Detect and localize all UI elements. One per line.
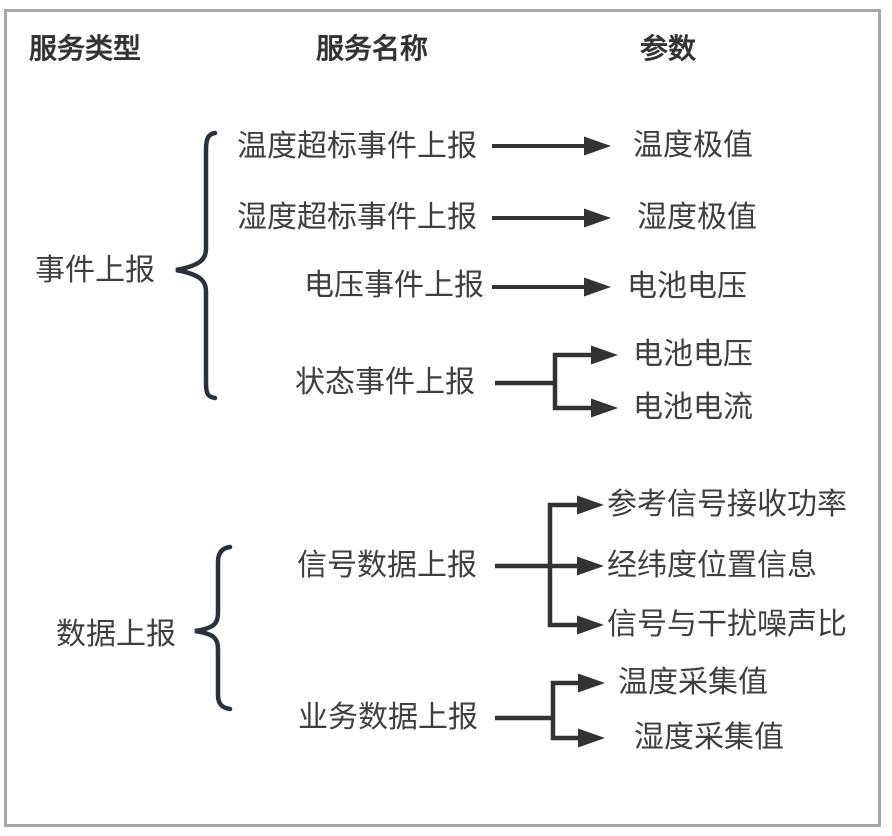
brace-data-group [194,544,233,712]
service-label-temp-over-limit: 温度超标事件上报 [237,130,477,163]
param-label-sinr: 信号与干扰噪声比 [607,608,847,641]
header-parameter: 参数 [639,33,697,64]
service-label-voltage-event: 电压事件上报 [304,269,484,302]
brace-event-group [175,130,218,401]
param-label-temp-collected: 温度采集值 [618,666,768,699]
param-label-temp-extreme: 温度极值 [633,129,753,162]
param-label-humidity-collected: 湿度采集值 [634,721,784,754]
group-label-data-report: 数据上报 [56,618,176,651]
arrowhead-temp-event [584,136,611,156]
param-label-lat-long-info: 经纬度位置信息 [607,549,817,582]
service-label-signal-data: 信号数据上报 [297,549,477,582]
arrowhead-status-bottom [591,398,618,418]
fork-status-event-top [552,352,592,383]
arrowhead-signal-top [577,495,604,515]
param-label-ref-signal-power: 参考信号接收功率 [607,488,847,521]
fork-business-top [550,680,579,718]
fork-business-bottom [550,718,579,741]
fork-status-event-bottom [552,383,592,411]
arrowhead-voltage-event [584,277,611,297]
service-label-humidity-over-limit: 湿度超标事件上报 [237,201,477,234]
header-service-name: 服务名称 [315,33,429,64]
param-label-humidity-extreme: 湿度极值 [637,201,757,234]
fork-signal-top [547,502,578,566]
arrowhead-signal-middle [577,556,604,576]
arrowhead-signal-bottom [577,615,604,635]
arrowhead-humidity-event [584,208,611,228]
arrowhead-business-top [578,673,605,693]
param-label-battery-current: 电池电流 [633,391,753,424]
service-label-business-data: 业务数据上报 [298,701,478,734]
diagram-border-frame [4,9,881,827]
header-service-type: 服务类型 [28,33,142,64]
param-label-battery-voltage: 电池电压 [627,270,747,303]
fork-signal-bottom [547,566,578,628]
service-label-status-event: 状态事件上报 [295,366,475,399]
arrowhead-business-bottom [578,728,605,748]
arrowhead-status-top [591,345,618,365]
group-label-event-report: 事件上报 [35,254,155,287]
param-label-battery-voltage-2: 电池电压 [633,338,753,371]
